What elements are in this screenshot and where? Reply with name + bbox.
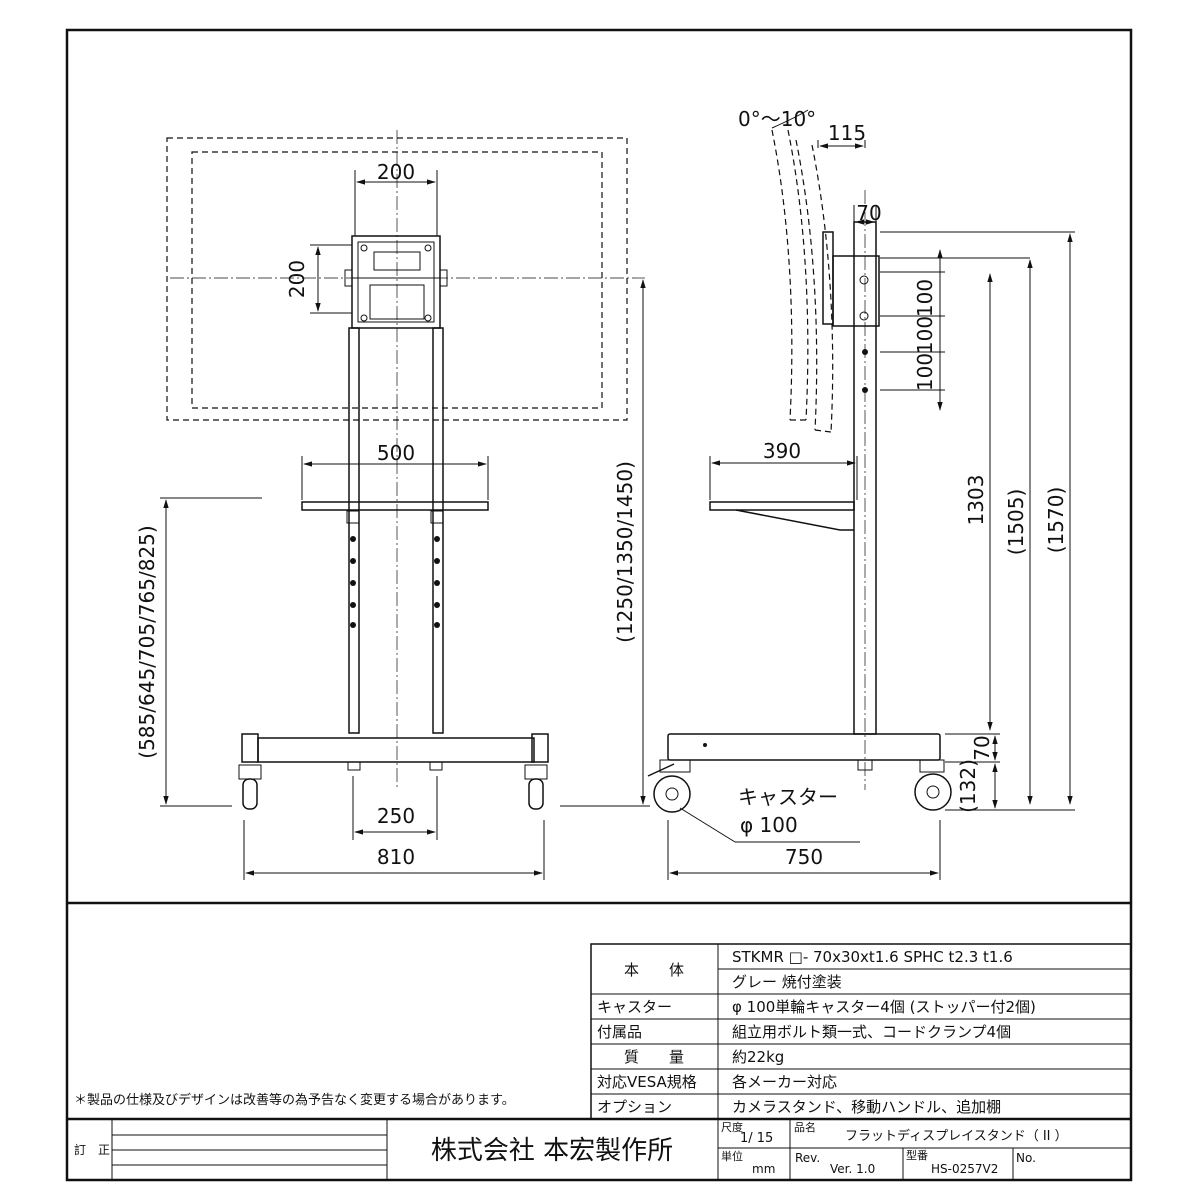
dim-shelf-depth: 390 — [763, 439, 801, 463]
side-caster-left — [647, 759, 691, 813]
spec-value-accessories: 組立用ボルト類一式、コードクランプ4個 — [732, 1023, 1011, 1041]
side-shelf — [709, 501, 855, 511]
side-display-panel — [822, 231, 834, 325]
spec-label-vesa: 対応VESA規格 — [597, 1073, 697, 1091]
spec-value-options: カメラスタンド、移動ハンドル、追加棚 — [732, 1098, 1001, 1116]
side-view: 0°〜10° 115 70 100 100 100 390 1303 (1505… — [647, 107, 1075, 880]
dim-pole-depth: 70 — [856, 201, 881, 225]
spec-value-body-finish: グレー 焼付塗装 — [732, 973, 842, 991]
rev-value: Ver. 1.0 — [830, 1162, 875, 1176]
caster-label: キャスター — [738, 785, 838, 809]
dim-vesa-vertical: 200 — [285, 260, 309, 298]
dim-height-1570: (1570) — [1044, 487, 1068, 554]
spec-label-body: 本 体 — [624, 961, 684, 979]
dim-base-depth: 750 — [785, 845, 823, 869]
dim-height-1505: (1505) — [1004, 489, 1028, 556]
spec-value-vesa: 各メーカー対応 — [732, 1073, 837, 1091]
drawing-border — [65, 28, 1133, 1182]
shelf-brace — [735, 509, 854, 531]
dim-pitch-2: 100 — [913, 316, 937, 354]
tilt-ghost-outlines — [771, 129, 834, 433]
model-label: 型番 — [906, 1148, 928, 1162]
dim-vesa-horizontal: 200 — [377, 160, 415, 184]
front-dimensions — [160, 170, 650, 880]
spec-label-options: オプション — [597, 1098, 672, 1116]
tilt-angle-label: 0°〜10° — [738, 107, 816, 131]
dim-pitch-3: 100 — [913, 353, 937, 391]
vertical-poles — [348, 327, 444, 734]
spec-value-caster: φ 100単輪キャスター4個 (ストッパー付2個) — [732, 998, 1036, 1016]
revision-label: 訂 正 — [74, 1142, 110, 1157]
scale-label: 尺度 — [721, 1120, 743, 1134]
product-label: 品名 — [794, 1120, 816, 1134]
caster-diameter: φ 100 — [740, 813, 798, 837]
dim-shelf-width: 500 — [377, 441, 415, 465]
spec-label-accessories: 付属品 — [597, 1023, 642, 1041]
model-value: HS-0257V2 — [931, 1162, 998, 1176]
front-view: 200 200 500 (585/645/705/765/825) (1250/… — [135, 130, 650, 880]
product-name: フラットディスプレイスタンド（ II ） — [845, 1128, 1068, 1144]
dim-mount-offset: 115 — [828, 121, 866, 145]
dim-shelf-height: (585/645/705/765/825) — [135, 525, 159, 758]
spec-value-weight: 約22kg — [732, 1048, 784, 1066]
dim-base-height: 70 — [970, 735, 994, 760]
dim-wheel-inner: 250 — [377, 804, 415, 828]
spec-label-weight: 質 量 — [624, 1048, 684, 1066]
vesa-bracket — [344, 235, 448, 329]
front-shelf — [301, 501, 489, 511]
unit-label: 単位 — [721, 1149, 743, 1163]
front-base — [241, 733, 549, 771]
disclaimer-note: ＊製品の仕様及びデザインは改善等の為予告なく変更する場合があります。 — [74, 1092, 515, 1108]
dim-height-1303: 1303 — [964, 475, 988, 526]
dim-mount-height: (1250/1350/1450) — [613, 461, 637, 643]
scale-value: 1/ 15 — [740, 1131, 773, 1146]
front-casters — [238, 764, 548, 810]
rev-label: Rev. — [795, 1151, 820, 1165]
side-base — [667, 733, 941, 761]
spec-value-body-material: STKMR □- 70x30xt1.6 SPHC t2.3 t1.6 — [732, 948, 1013, 966]
side-dimensions — [667, 109, 1075, 880]
title-block — [67, 1117, 1131, 1180]
spec-table: 本 体 STKMR □- 70x30xt1.6 SPHC t2.3 t1.6 グ… — [590, 943, 1132, 1120]
dim-caster-height: (132) — [956, 759, 980, 813]
shelf-adjust-holes — [346, 510, 444, 628]
unit-value: mm — [752, 1162, 775, 1176]
spec-label-caster: キャスター — [597, 998, 672, 1016]
dim-base-width: 810 — [377, 845, 415, 869]
dim-pitch-1: 100 — [913, 279, 937, 317]
side-bracket-plate — [832, 255, 880, 327]
no-label: No. — [1016, 1151, 1036, 1165]
company-name: 株式会社 本宏製作所 — [431, 1136, 673, 1166]
side-caster-right — [914, 759, 952, 811]
